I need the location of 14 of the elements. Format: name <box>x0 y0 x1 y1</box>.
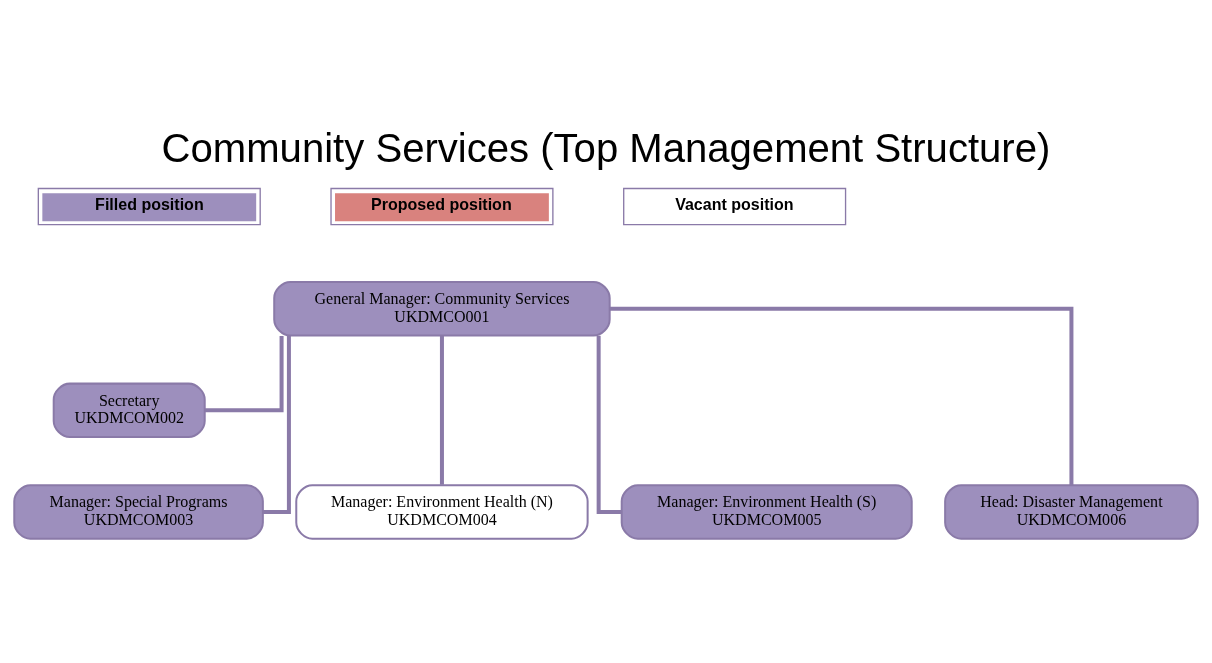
node-box: General Manager: Community Services UKDMCO001 <box>273 281 611 337</box>
node-box: Secretary UKDMCOM002 <box>52 382 206 439</box>
legend-label: Proposed position <box>371 195 512 214</box>
legend-label: Filled position <box>95 195 204 214</box>
connector <box>204 336 284 413</box>
node-box: Head: Disaster Management UKDMCOM006 <box>944 484 1199 540</box>
connector <box>439 335 444 485</box>
diagram-title: Community Services (Top Management Structure) <box>161 125 1051 170</box>
connector <box>609 306 1074 485</box>
connector <box>263 335 291 514</box>
node-box: Manager: Environment Health (S) UKDMCOM005 <box>620 484 913 540</box>
legend-label: Vacant position <box>675 195 794 214</box>
node-box: Manager: Special Programs UKDMCOM003 <box>13 484 264 540</box>
node-box: Manager: Environment Health (N) UKDMCOM004 <box>295 484 589 540</box>
